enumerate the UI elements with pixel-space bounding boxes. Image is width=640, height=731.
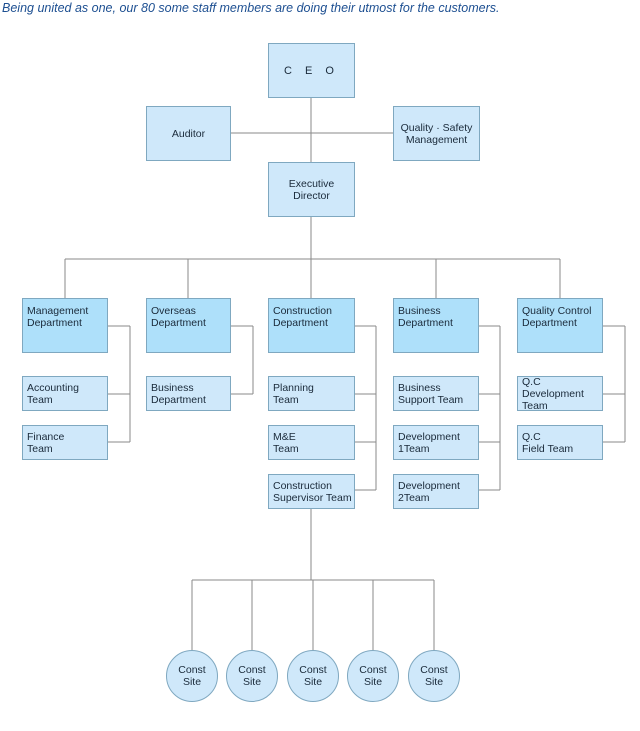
const-site-1: Const Site [166, 650, 218, 702]
tagline: Being united as one, our 80 some staff m… [2, 1, 500, 15]
const-site-3: Const Site [287, 650, 339, 702]
auditor-box: Auditor [146, 106, 231, 161]
development-2team-box: Development 2Team [393, 474, 479, 509]
business-department-box: Business Department [393, 298, 479, 353]
business-support-team-box: Business Support Team [393, 376, 479, 411]
finance-team-box: Finance Team [22, 425, 108, 460]
planning-team-box: Planning Team [268, 376, 355, 411]
construction-department-box: Construction Department [268, 298, 355, 353]
const-site-2: Const Site [226, 650, 278, 702]
ceo-box: C E O [268, 43, 355, 98]
management-department-box: Management Department [22, 298, 108, 353]
accounting-team-box: Accounting Team [22, 376, 108, 411]
qc-field-team-box: Q.C Field Team [517, 425, 603, 460]
qc-development-team-box: Q.C Development Team [517, 376, 603, 412]
quality-safety-box: Quality · Safety Management [393, 106, 480, 161]
const-site-4: Const Site [347, 650, 399, 702]
overseas-business-department-box: Business Department [146, 376, 231, 411]
development-1team-box: Development 1Team [393, 425, 479, 460]
me-team-box: M&E Team [268, 425, 355, 460]
const-site-5: Const Site [408, 650, 460, 702]
overseas-department-box: Overseas Department [146, 298, 231, 353]
executive-director-box: Executive Director [268, 162, 355, 217]
quality-control-department-box: Quality Control Department [517, 298, 603, 353]
construction-supervisor-team-box: Construction Supervisor Team [268, 474, 355, 509]
